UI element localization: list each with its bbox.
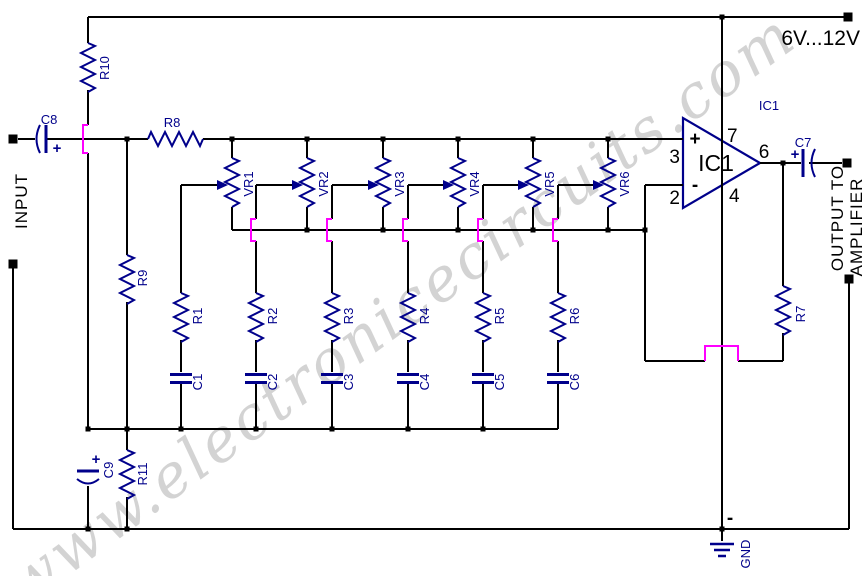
VR6-label: VR6: [617, 171, 632, 196]
output-signal-terminal: [842, 158, 852, 168]
input-ground-terminal: [8, 259, 18, 269]
VR5-wiper-arrow: [518, 180, 529, 190]
C6-label: C6: [567, 374, 582, 391]
R5-resistor: [473, 292, 493, 343]
VR1-label: VR1: [241, 171, 256, 196]
VR3-wiper-arrow: [368, 180, 379, 190]
VR2-wiper-arrow: [292, 180, 303, 190]
VR3-label: VR3: [392, 171, 407, 196]
ground-symbol: [710, 542, 734, 558]
band-3: VR3 R3 C3: [321, 157, 407, 391]
output-label-line1: OUTPUT TO: [828, 165, 847, 271]
pin4-label: 4: [729, 186, 740, 207]
output-label-line2: AMPLIFIER: [847, 178, 865, 277]
C7-label: C7: [795, 135, 812, 150]
R5-label: R5: [492, 308, 507, 325]
wire-hop-markers: [82, 124, 739, 361]
C2-capacitor: [245, 373, 267, 384]
VR4-wiper-arrow: [443, 180, 454, 190]
C4-capacitor: [397, 373, 419, 384]
band-5: VR5 R5 C5: [472, 157, 557, 391]
VR2-potentiometer: [297, 157, 317, 208]
R7-resistor: [773, 285, 793, 336]
C4-label: C4: [417, 374, 432, 391]
C8-plus-sign: +: [53, 140, 62, 157]
VR3-potentiometer: [373, 157, 393, 208]
pin3-label: 3: [669, 147, 680, 168]
VR2-label: VR2: [316, 171, 331, 196]
supply-minus-sign: -: [727, 508, 733, 529]
R11-label: R11: [135, 463, 150, 486]
R8-label: R8: [164, 115, 181, 130]
band-2: VR2 R2 C2: [245, 157, 331, 391]
C9-capacitor: [76, 469, 100, 485]
R7-label: R7: [793, 306, 808, 323]
R11-resistor: [117, 449, 137, 500]
pin2-label: 2: [669, 188, 680, 209]
R6-label: R6: [567, 308, 582, 325]
band-6: VR6 R6 C6: [547, 157, 632, 391]
R3-label: R3: [341, 308, 356, 325]
input-label: INPUT: [12, 173, 31, 229]
C8-capacitor: [35, 124, 48, 154]
VR4-potentiometer: [448, 157, 468, 208]
C2-label: C2: [265, 374, 280, 391]
gnd-label: GND: [738, 540, 753, 569]
band-4: VR4 R4 C4: [397, 157, 482, 391]
C8-label: C8: [41, 112, 58, 127]
supply-voltage-label: 6V...12V: [781, 27, 860, 50]
R3-resistor: [322, 292, 342, 343]
R9-resistor: [117, 254, 137, 305]
opamp-ref: IC1: [759, 98, 779, 113]
VR6-wiper-arrow: [593, 180, 604, 190]
supply-terminal: [843, 12, 853, 22]
VR1-wiper-arrow: [217, 180, 228, 190]
opamp-minus-input-sign: -: [692, 175, 698, 196]
R4-resistor: [398, 292, 418, 343]
C9-label: C9: [101, 462, 116, 479]
circuit-wires: [12, 16, 850, 541]
C1-capacitor: [170, 373, 192, 384]
VR5-label: VR5: [542, 171, 557, 196]
pin6-label: 6: [759, 142, 770, 163]
R8-resistor: [147, 129, 204, 149]
R1-label: R1: [190, 308, 205, 325]
C3-capacitor: [321, 373, 343, 384]
C3-label: C3: [341, 374, 356, 391]
output-ground-terminal: [844, 274, 854, 284]
VR6-potentiometer: [598, 157, 618, 208]
VR4-label: VR4: [467, 171, 482, 196]
VR1-potentiometer: [222, 157, 242, 208]
C1-label: C1: [190, 374, 205, 391]
R10-resistor: [78, 42, 98, 93]
input-signal-terminal: [8, 134, 18, 144]
R9-label: R9: [135, 270, 150, 287]
R6-resistor: [548, 292, 568, 343]
C6-capacitor: [547, 373, 569, 384]
C7-plus-sign: +: [791, 146, 800, 163]
C9-plus-sign: +: [92, 451, 101, 468]
R2-label: R2: [265, 308, 280, 325]
R2-resistor: [246, 292, 266, 343]
R10-label: R10: [97, 56, 112, 80]
C5-capacitor: [472, 373, 494, 384]
opamp-label: IC1: [698, 150, 734, 176]
pin7-label: 7: [727, 126, 738, 147]
band-1: VR1 R1 C1: [170, 157, 256, 391]
C7-capacitor: [801, 148, 816, 178]
R1-resistor: [171, 292, 191, 343]
VR5-potentiometer: [523, 157, 543, 208]
C5-label: C5: [492, 374, 507, 391]
R4-label: R4: [417, 308, 432, 325]
opamp-plus-input-sign: +: [689, 129, 700, 150]
